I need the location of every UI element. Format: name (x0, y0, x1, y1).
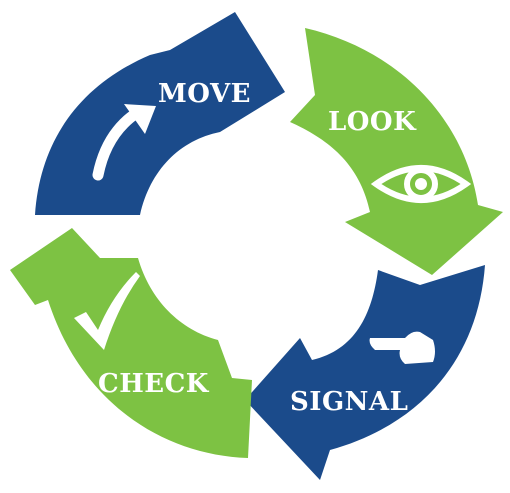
curved-arrow-icon (92, 104, 156, 181)
signal-label: SIGNAL (290, 387, 408, 417)
move-label: MOVE (158, 79, 251, 109)
checkmark-icon (74, 272, 140, 350)
move-segment: MOVE (35, 12, 285, 215)
pointing-hand-icon (369, 331, 435, 364)
eye-icon (370, 165, 472, 203)
check-label: CHECK (98, 369, 210, 399)
look-segment: LOOK (290, 28, 503, 275)
move-arrow-shape (35, 12, 285, 215)
check-segment: CHECK (10, 228, 252, 458)
signal-segment: SIGNAL (245, 265, 485, 480)
look-label: LOOK (328, 107, 417, 137)
look-arrow-shape (290, 28, 503, 275)
check-arrow-shape (10, 228, 252, 458)
signal-arrow-shape (245, 265, 485, 480)
